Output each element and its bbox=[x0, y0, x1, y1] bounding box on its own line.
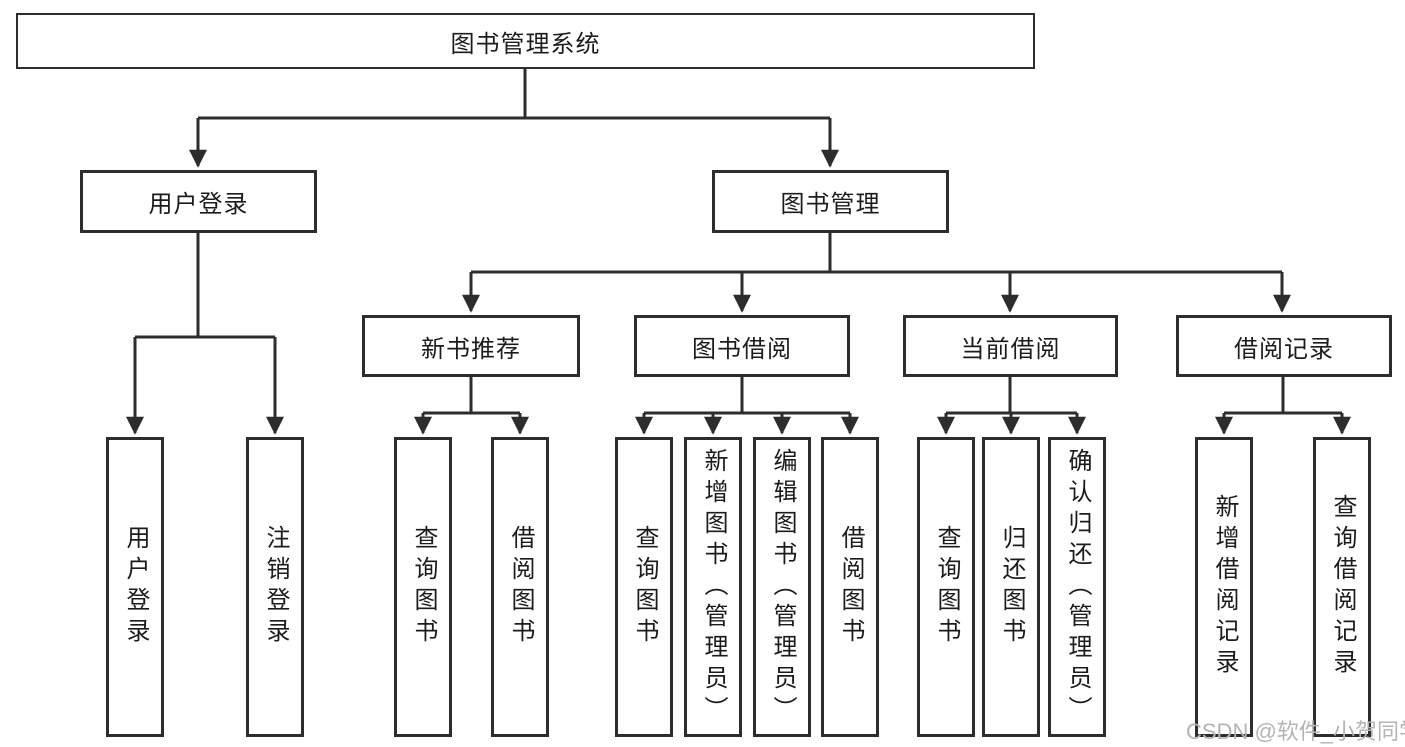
node-book-borrowing: 图书借阅 bbox=[634, 315, 850, 377]
leaf-query-borrow-record-label: 查询借阅记录 bbox=[1329, 494, 1356, 680]
leaf-borrow-books-recommend: 借阅图书 bbox=[491, 437, 549, 737]
leaf-add-borrow-record-label: 新增借阅记录 bbox=[1211, 494, 1238, 680]
leaf-return-book: 归还图书 bbox=[982, 437, 1040, 737]
node-book-management: 图书管理 bbox=[712, 170, 949, 233]
leaf-query-books-recommend-label: 查询图书 bbox=[410, 525, 437, 649]
leaf-edit-book-admin-label: 编辑图书（管理员） bbox=[769, 447, 796, 727]
leaf-add-borrow-record: 新增借阅记录 bbox=[1195, 437, 1253, 737]
leaf-borrow-books-recommend-label: 借阅图书 bbox=[507, 525, 534, 649]
node-user-login-label: 用户登录 bbox=[148, 191, 249, 218]
leaf-confirm-return-admin-label: 确认归还（管理员） bbox=[1064, 447, 1091, 727]
node-current-borrowing: 当前借阅 bbox=[903, 315, 1118, 377]
leaf-query-books-borrowing-label: 查询图书 bbox=[631, 525, 658, 649]
node-borrowing-records-label: 借阅记录 bbox=[1234, 335, 1334, 363]
node-new-book-recommendation: 新书推荐 bbox=[362, 315, 580, 377]
leaf-logout: 注销登录 bbox=[246, 437, 304, 737]
node-current-borrowing-label: 当前借阅 bbox=[960, 335, 1061, 363]
node-book-management-label: 图书管理 bbox=[780, 191, 881, 218]
leaf-logout-label: 注销登录 bbox=[262, 525, 289, 649]
node-library-system: 图书管理系统 bbox=[16, 13, 1035, 69]
leaf-borrow-books-borrowing-label: 借阅图书 bbox=[837, 525, 864, 649]
csdn-watermark: CSDN @软件_小贺同学 bbox=[1186, 719, 1405, 744]
leaf-edit-book-admin: 编辑图书（管理员） bbox=[753, 437, 811, 737]
connector-trunks bbox=[135, 69, 1342, 415]
leaf-return-book-label: 归还图书 bbox=[998, 525, 1025, 649]
node-book-borrowing-label: 图书借阅 bbox=[692, 335, 792, 363]
leaf-query-borrow-record: 查询借阅记录 bbox=[1313, 437, 1371, 737]
leaf-query-books-current: 查询图书 bbox=[917, 437, 975, 737]
node-borrowing-records: 借阅记录 bbox=[1176, 315, 1392, 377]
leaf-user-login: 用户登录 bbox=[106, 437, 164, 737]
leaf-add-book-admin: 新增图书（管理员） bbox=[684, 437, 742, 737]
node-new-book-recommendation-label: 新书推荐 bbox=[421, 335, 521, 363]
leaf-query-books-current-label: 查询图书 bbox=[933, 525, 960, 649]
leaf-borrow-books-borrowing: 借阅图书 bbox=[821, 437, 879, 737]
leaf-confirm-return-admin: 确认归还（管理员） bbox=[1048, 437, 1106, 737]
connector-arrows bbox=[126, 118, 1351, 435]
node-user-login: 用户登录 bbox=[80, 170, 317, 233]
leaf-query-books-borrowing: 查询图书 bbox=[615, 437, 673, 737]
leaf-add-book-admin-label: 新增图书（管理员） bbox=[700, 447, 727, 727]
node-library-system-label: 图书管理系统 bbox=[450, 30, 601, 58]
leaf-query-books-recommend: 查询图书 bbox=[394, 437, 452, 737]
leaf-user-login-label: 用户登录 bbox=[122, 525, 149, 649]
